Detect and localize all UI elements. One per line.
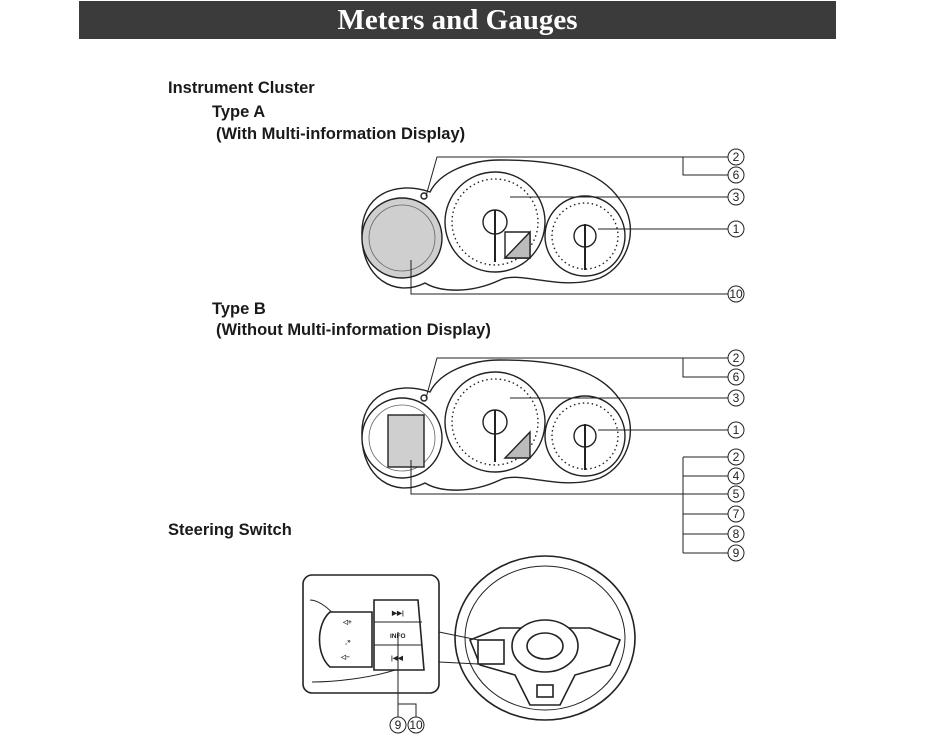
callout-7: 7 (727, 505, 745, 523)
steering-switch-heading: Steering Switch (168, 521, 292, 539)
svg-text:2: 2 (733, 150, 740, 164)
type-b-cluster-illustration (361, 359, 632, 491)
svg-text:3: 3 (733, 190, 740, 204)
svg-text:7: 7 (733, 507, 740, 521)
callout-8: 8 (727, 525, 745, 543)
svg-text:10: 10 (409, 718, 423, 732)
callout-10: 10 (407, 716, 425, 734)
type-a-leader-lines (410, 156, 728, 295)
svg-text:2: 2 (733, 450, 740, 464)
svg-text:10: 10 (729, 287, 743, 301)
callout-10: 10 (727, 285, 745, 303)
steering-wheel-illustration (454, 555, 636, 721)
callout-5: 5 (727, 485, 745, 503)
volume-down-icon: ◁− (340, 654, 350, 661)
type-a-callouts: 2 6 3 1 10 (727, 148, 745, 303)
callout-6: 6 (727, 368, 745, 386)
type-b-sublabel: (Without Multi-information Display) (216, 321, 491, 339)
type-b-label: Type B (212, 300, 266, 318)
type-a-sublabel: (With Multi-information Display) (216, 125, 466, 143)
steering-switch-leader-lines (397, 632, 417, 717)
callout-9: 9 (727, 544, 745, 562)
callout-2: 2 (727, 148, 745, 166)
svg-text:4: 4 (733, 469, 740, 483)
svg-text:5: 5 (733, 487, 740, 501)
svg-text:1: 1 (733, 222, 740, 236)
callout-1: 1 (727, 421, 745, 439)
type-b-callouts: 2 6 3 1 2 4 5 7 8 9 (727, 349, 745, 562)
callout-3: 3 (727, 188, 745, 206)
steering-switch-detail (302, 574, 479, 694)
callout-4: 4 (727, 467, 745, 485)
svg-text:2: 2 (733, 351, 740, 365)
svg-text:3: 3 (733, 391, 740, 405)
callout-2: 2 (727, 349, 745, 367)
previous-track-icon: |◀◀ (391, 655, 404, 662)
volume-up-icon: ◁+ (342, 619, 352, 626)
type-a-cluster-illustration (361, 159, 632, 291)
next-track-icon: ▶▶| (391, 610, 404, 617)
callout-1: 1 (727, 220, 745, 238)
svg-text:1: 1 (733, 423, 740, 437)
svg-text:9: 9 (733, 546, 740, 560)
instrument-cluster-heading: Instrument Cluster (168, 79, 315, 97)
page-title: Meters and Gauges (79, 1, 836, 39)
callout-2: 2 (727, 448, 745, 466)
type-b-leader-lines (410, 357, 728, 554)
svg-text:6: 6 (733, 370, 740, 384)
type-a-label: Type A (212, 103, 266, 121)
svg-text:8: 8 (733, 527, 740, 541)
callout-9: 9 (389, 716, 407, 734)
steering-switch-callouts: 9 10 (389, 716, 425, 734)
voice-recognition-icon: ꞈ» (344, 638, 351, 645)
svg-text:6: 6 (733, 168, 740, 182)
svg-text:9: 9 (395, 718, 402, 732)
callout-6: 6 (727, 166, 745, 184)
callout-3: 3 (727, 389, 745, 407)
